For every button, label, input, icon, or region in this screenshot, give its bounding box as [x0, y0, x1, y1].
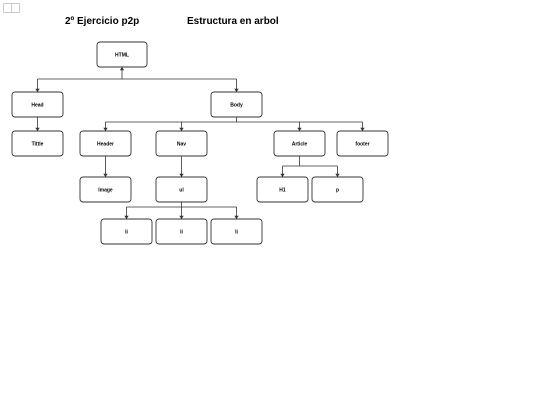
node-footer: footer — [336, 130, 389, 157]
node-box-li1 — [100, 218, 153, 245]
node-box-p — [311, 176, 364, 203]
node-label-footer: footer — [355, 141, 369, 147]
node-box-li2 — [155, 218, 208, 245]
node-label-article: Article — [292, 141, 308, 147]
node-box-html — [96, 41, 148, 68]
arrow-html — [119, 67, 125, 71]
node-title: Tittle — [11, 130, 64, 157]
node-li3: li — [210, 218, 263, 245]
window-control-icon — [3, 3, 20, 13]
node-label-title: Tittle — [32, 141, 44, 147]
arrow-li3 — [234, 215, 239, 219]
arrow-header — [103, 127, 108, 131]
node-box-body — [210, 91, 263, 118]
node-label-header: Header — [97, 141, 114, 147]
arrow-article — [297, 127, 302, 131]
node-ul: ul — [155, 176, 208, 203]
arrow-title — [35, 127, 40, 131]
arrow-body — [234, 88, 239, 92]
node-article: Article — [273, 130, 326, 157]
node-header: Header — [79, 130, 132, 157]
node-box-footer — [336, 130, 389, 157]
node-box-article — [273, 130, 326, 157]
page-title: 2º Ejercicio p2p — [65, 16, 139, 27]
node-label-li3: li — [235, 229, 238, 235]
arrow-image — [103, 173, 108, 177]
node-box-li3 — [210, 218, 263, 245]
node-label-html: HTML — [115, 52, 129, 58]
arrow-footer — [360, 127, 365, 131]
node-li2: li — [155, 218, 208, 245]
node-body: Body — [210, 91, 263, 118]
node-box-head — [11, 91, 64, 118]
node-p: p — [311, 176, 364, 203]
node-box-header — [79, 130, 132, 157]
node-label-nav: Nav — [177, 141, 186, 147]
node-label-image: Image — [98, 187, 113, 193]
node-box-nav — [155, 130, 208, 157]
node-html: HTML — [96, 41, 148, 68]
node-li1: li — [100, 218, 153, 245]
node-label-li1: li — [125, 229, 128, 235]
node-box-title — [11, 130, 64, 157]
node-image: Image — [79, 176, 132, 203]
node-box-h1 — [256, 176, 309, 203]
node-box-ul — [155, 176, 208, 203]
node-label-li2: li — [180, 229, 183, 235]
node-box-image — [79, 176, 132, 203]
node-label-head: Head — [31, 102, 43, 108]
arrow-p — [335, 173, 340, 177]
arrow-head — [35, 88, 40, 92]
node-label-h1: H1 — [279, 187, 286, 193]
node-h1: H1 — [256, 176, 309, 203]
node-nav: Nav — [155, 130, 208, 157]
arrow-nav — [179, 127, 184, 131]
arrow-li2 — [179, 215, 184, 219]
node-label-ul: ul — [179, 187, 184, 193]
node-label-body: Body — [230, 102, 243, 108]
edges-layer — [35, 67, 365, 219]
page-subtitle: Estructura en arbol — [187, 16, 279, 27]
node-head: Head — [11, 91, 64, 118]
node-label-p: p — [336, 187, 339, 193]
arrow-li1 — [124, 215, 129, 219]
arrow-h1 — [280, 173, 285, 177]
arrow-ul — [179, 173, 184, 177]
